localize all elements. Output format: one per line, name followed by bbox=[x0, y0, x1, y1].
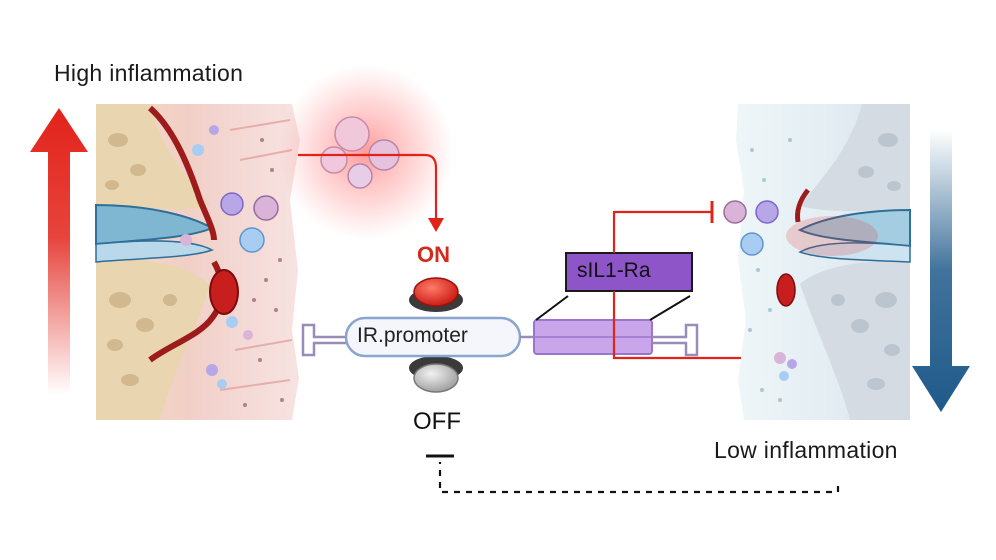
resolved-joint-illustration bbox=[723, 104, 911, 420]
on-button-icon bbox=[409, 277, 463, 312]
low-inflammation-arrow-icon bbox=[912, 130, 970, 412]
feedback-dashed-line bbox=[438, 462, 840, 494]
vector-right-end bbox=[652, 323, 699, 357]
activation-arrow bbox=[298, 153, 438, 220]
residual-cell-icon bbox=[776, 273, 796, 307]
inflamed-joint-illustration bbox=[95, 104, 300, 420]
inflammatory-signal-cluster bbox=[278, 64, 454, 240]
low-inflammation-label: Low inflammation bbox=[714, 437, 898, 463]
on-label: ON bbox=[417, 242, 450, 267]
inhibition-line-lower bbox=[612, 291, 770, 360]
promoter-label: IR.promoter bbox=[357, 324, 468, 347]
sil1ra-box bbox=[565, 252, 693, 292]
high-inflammation-label: High inflammation bbox=[54, 60, 244, 86]
sil1ra-label: sIL1-Ra bbox=[577, 259, 651, 282]
inhibition-line-upper bbox=[612, 210, 712, 253]
inflamed-cell-icon bbox=[209, 269, 239, 315]
off-button-icon bbox=[409, 356, 463, 393]
off-label: OFF bbox=[413, 408, 461, 435]
vector-left-end bbox=[301, 323, 347, 357]
immune-cells bbox=[180, 125, 279, 389]
high-inflammation-arrow-icon bbox=[30, 108, 88, 395]
